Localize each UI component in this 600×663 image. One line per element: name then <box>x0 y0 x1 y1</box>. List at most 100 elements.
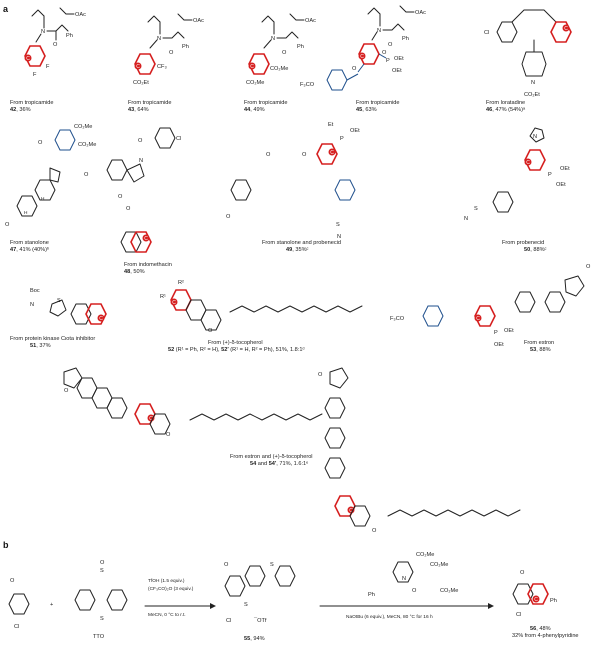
n-label: N <box>157 36 161 42</box>
compound-42-structure: OAc N O Ph C F F <box>24 7 86 78</box>
oac-label: OAc <box>193 18 204 24</box>
o-label: O <box>266 152 271 158</box>
prod-56-caption: 56, 48% <box>530 626 551 632</box>
s-label: S <box>100 616 104 622</box>
compound-46-structure: Cl C N CO₂Et <box>484 9 572 98</box>
oet-label: OEt <box>394 56 404 62</box>
ph-label: Ph <box>550 598 557 604</box>
ph-label: Ph <box>368 592 375 598</box>
h-label: H <box>24 210 28 216</box>
o-label: O <box>226 214 231 220</box>
r1-label: R¹ <box>160 294 166 300</box>
o-label: O <box>10 578 15 584</box>
co2me-label: CO₂Me <box>416 552 434 558</box>
cf3-label: CF₃ <box>157 64 167 70</box>
compound-45-structure: OAc N Ph O C P OEt OEt O O F₃CO <box>300 5 426 91</box>
compound-52-structure: R² R¹ C O <box>160 280 363 334</box>
oet-label: OEt <box>494 342 504 348</box>
s-label: S <box>57 298 61 304</box>
f3co-label: F₃CO <box>300 82 315 88</box>
co2me-label: CO₂Me <box>440 588 458 594</box>
plus-sign: + <box>50 602 53 608</box>
o-label: O <box>224 562 229 568</box>
o-label: O <box>412 588 417 594</box>
cl-label: Cl <box>14 624 19 630</box>
s-label: S <box>270 562 274 568</box>
tto-structure: S O S <box>74 560 128 622</box>
compound-51-structure: Boc N S C <box>30 288 107 325</box>
n-label: N <box>377 28 381 34</box>
o-label: O <box>84 172 89 178</box>
reactive-site-marker: C <box>144 236 148 242</box>
c47-caption: 47, 41% (40%)ᵇ <box>10 246 49 253</box>
n-label: N <box>402 576 406 582</box>
c49-caption: 49, 35%ᶜ <box>286 247 309 253</box>
o-label: O <box>138 138 143 144</box>
reagent-structure: N Ph CO₂Me CO₂Me CO₂Me O <box>368 552 458 598</box>
co2et-label: CO₂Et <box>133 80 149 86</box>
oac-label: OAc <box>305 18 316 24</box>
reagent-1: TfOH (1.5 equiv.) <box>148 578 185 584</box>
c53-source: From estron <box>524 340 554 346</box>
s-label: S <box>244 602 248 608</box>
ph-label: Ph <box>66 33 73 39</box>
reactive-site-marker: C <box>330 150 334 156</box>
c54-source: From estron and (+)-δ-tocopherol <box>230 454 313 460</box>
c46-caption: 46, 47% (54%)ᵃ <box>486 107 526 113</box>
compound-53-structure: O C P OEt OEt F₃CO <box>390 264 591 348</box>
reactive-site-marker: C <box>564 26 568 32</box>
c49-source: From stanolone and probenecid <box>262 240 341 246</box>
boc-label: Boc <box>30 288 40 294</box>
s-label: S <box>474 206 478 212</box>
s-label: S <box>100 568 104 574</box>
o-label: O <box>38 140 43 146</box>
ph-label: Ph <box>182 44 189 50</box>
conditions-2: NaOtBu (6 equiv.), MeCN, 80 °C for 16 h <box>346 614 433 620</box>
reactive-site-marker: C <box>534 597 538 603</box>
co2me-label: CO₂Me <box>74 124 92 130</box>
c42-caption: 42, 36% <box>10 107 31 113</box>
compound-44-structure: OAc N Ph O C CO₂Me CO₂Me <box>246 13 316 86</box>
o-label: O <box>372 528 377 534</box>
cl-label: Cl <box>484 30 489 36</box>
co2me-label: CO₂Me <box>430 562 448 568</box>
arrowhead-2 <box>488 603 494 609</box>
o-label: O <box>64 388 69 394</box>
c50-source: From probenecid <box>502 240 544 246</box>
p-label: P <box>494 330 498 336</box>
n-label: N <box>30 302 34 308</box>
intermediate-55-structure: O S S ¯OTf Cl <box>224 562 296 624</box>
p-label: P <box>548 172 552 178</box>
compound-49-structure: O O C Et P OEt S N O <box>226 122 360 240</box>
c52-caption: 52 (R¹ = Ph, R² = H), 52′ (R¹ = H, R² = … <box>168 346 305 353</box>
compound-47-structure: CO₂Me CO₂Me O H H O <box>5 124 96 228</box>
reactive-site-marker: C <box>476 316 480 322</box>
f-label: F <box>33 72 37 78</box>
f3co-label: F₃CO <box>390 316 405 322</box>
oet-label: OEt <box>350 128 360 134</box>
reactive-site-marker: C <box>99 316 103 322</box>
c47-source: From stanolone <box>10 240 49 246</box>
n-label: N <box>139 158 143 164</box>
oet-label: OEt <box>560 166 570 172</box>
c43-source: From tropicamide <box>128 100 172 106</box>
tto-label: TTO <box>93 634 105 640</box>
o-label: O <box>388 42 393 48</box>
reactive-site-marker: C <box>349 508 353 514</box>
cl-label: Cl <box>176 136 181 142</box>
reactive-site-marker: C <box>136 64 140 70</box>
c43-caption: 43, 64% <box>128 107 149 113</box>
o-label: O <box>169 50 174 56</box>
reagent-2: (CF₃CO)₂O (3 equiv.) <box>148 586 194 592</box>
o-label: O <box>318 372 323 378</box>
o-label: O <box>302 152 307 158</box>
int-55-caption: 55, 94% <box>244 636 265 642</box>
cl-label: Cl <box>516 612 521 618</box>
n-label: N <box>533 134 537 140</box>
reactive-site-marker: C <box>360 54 364 60</box>
n-label: N <box>271 36 275 42</box>
c52-source: From (+)-δ-tocopherol <box>208 340 263 346</box>
o-label: O <box>118 194 123 200</box>
reactive-site-marker: C <box>149 416 153 422</box>
